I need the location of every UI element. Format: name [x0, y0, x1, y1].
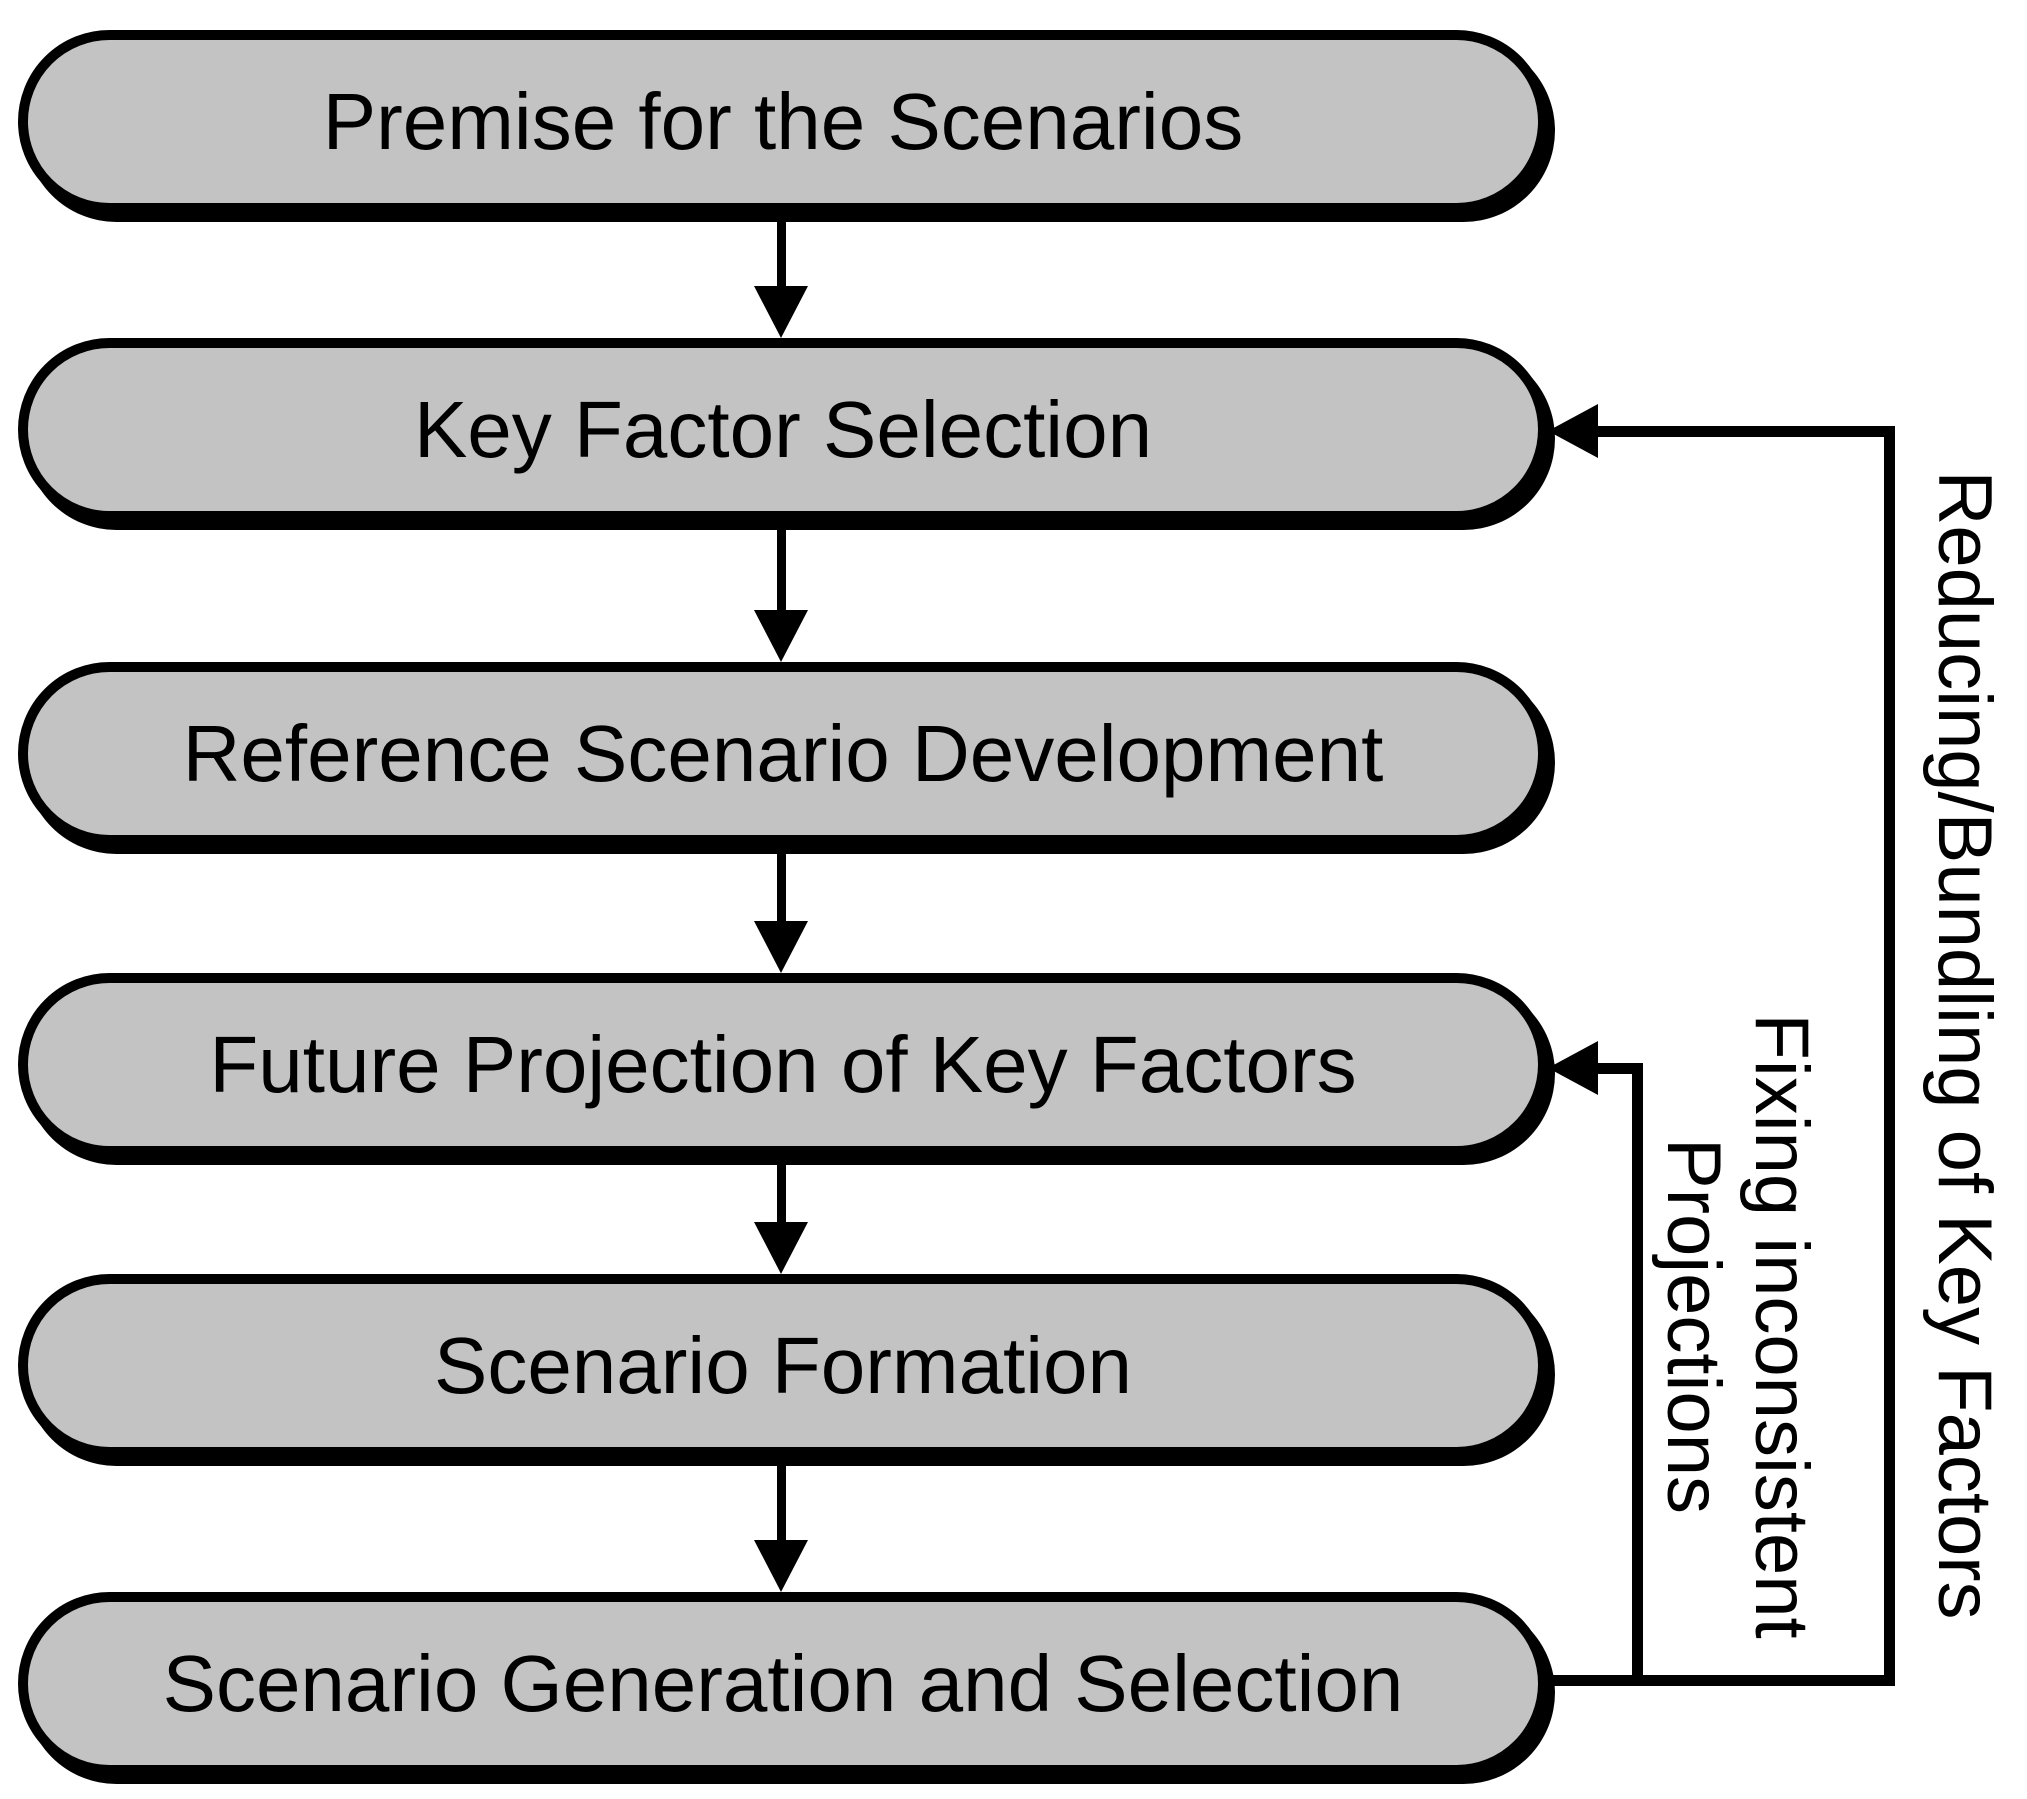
arrowhead-down-icon	[754, 921, 808, 973]
arrowhead-down-icon	[754, 610, 808, 662]
feedback-label-fixing-inconsistent-line2: Projections	[1651, 1138, 1736, 1514]
arrow-line-formation-to-generation	[777, 1456, 786, 1543]
arrow-line-reference-to-future-projection	[777, 844, 786, 924]
feedback-outer-horizontal-line	[1592, 426, 1884, 437]
feedback-inner-horizontal-line	[1592, 1063, 1632, 1074]
feedback-label-reducing-bundling: Reducing/Bundling of Key Factors	[1922, 470, 2007, 1620]
node-premise-for-scenarios: Premise for the Scenarios	[18, 30, 1548, 213]
node-scenario-formation: Scenario Formation	[18, 1274, 1548, 1457]
node-key-factor-selection-label: Key Factor Selection	[413, 384, 1153, 474]
node-key-factor-selection: Key Factor Selection	[18, 338, 1548, 521]
feedback-label-fixing-inconsistent: Fixing inconsistent Projections	[1649, 976, 1825, 1676]
arrow-line-key-factor-to-reference	[777, 520, 786, 613]
feedback-outer-vertical-line	[1884, 426, 1895, 1686]
node-reference-scenario-development-label: Reference Scenario Development	[182, 708, 1384, 798]
node-future-projection-of-key-factors-label: Future Projection of Key Factors	[209, 1019, 1357, 1109]
arrowhead-left-icon	[1548, 404, 1598, 458]
node-scenario-generation-and-selection: Scenario Generation and Selection	[18, 1592, 1548, 1775]
node-premise-for-scenarios-label: Premise for the Scenarios	[322, 76, 1244, 166]
node-future-projection-of-key-factors: Future Projection of Key Factors	[18, 973, 1548, 1156]
node-scenario-generation-and-selection-label: Scenario Generation and Selection	[162, 1638, 1404, 1728]
arrow-line-premise-to-key-factor	[777, 212, 786, 291]
feedback-label-fixing-inconsistent-line1: Fixing inconsistent	[1739, 1013, 1824, 1639]
arrow-line-future-projection-to-formation	[777, 1155, 786, 1225]
arrowhead-down-icon	[754, 1222, 808, 1274]
arrowhead-down-icon	[754, 286, 808, 338]
feedback-inner-vertical-line	[1632, 1063, 1643, 1686]
arrowhead-left-icon	[1548, 1041, 1598, 1095]
feedback-stub-line	[1548, 1675, 1895, 1686]
arrowhead-down-icon	[754, 1540, 808, 1592]
node-scenario-formation-label: Scenario Formation	[433, 1320, 1133, 1410]
node-reference-scenario-development: Reference Scenario Development	[18, 662, 1548, 845]
